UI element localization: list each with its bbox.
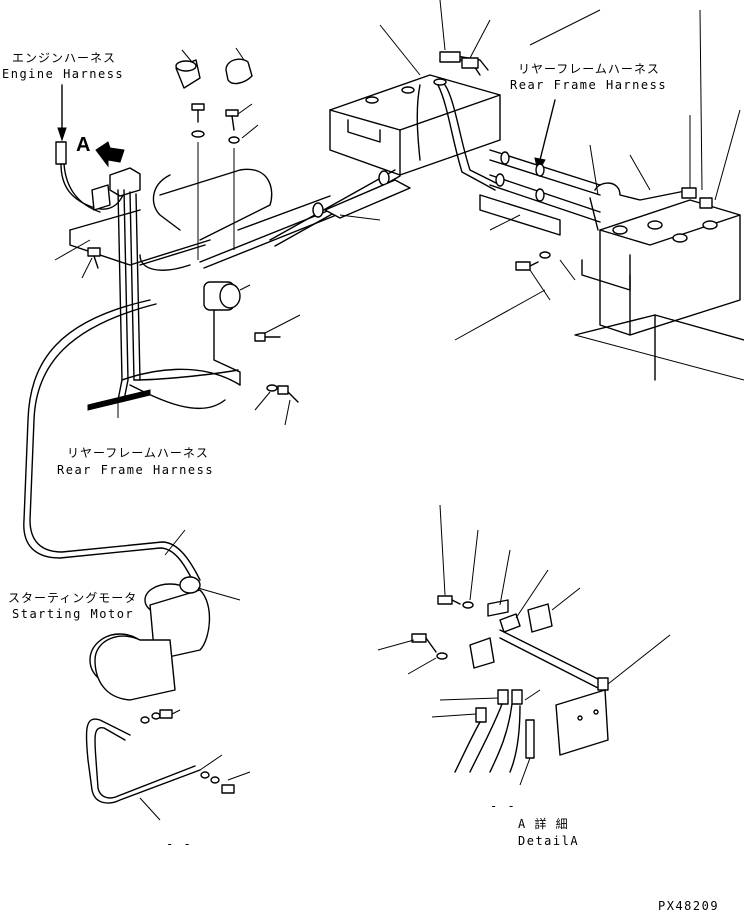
relay-bolt — [254, 314, 301, 342]
battery-1-cables — [379, 0, 501, 191]
rear-frame-harness-left-label-jp: リヤーフレームハーネス — [67, 446, 209, 460]
battery-1 — [329, 74, 501, 176]
detail-dash-mark: - - — [490, 799, 517, 813]
bolt-left — [87, 247, 101, 269]
battery-relay — [203, 281, 251, 386]
rear-frame-harness-top-label-jp: リヤーフレームハーネス — [518, 62, 660, 76]
battery-cable-pipe — [269, 169, 411, 247]
battery-bolt — [454, 251, 576, 341]
rear-frame-harness-top-label-en: Rear Frame Harness — [510, 78, 668, 92]
rubber-cap-1 — [175, 49, 201, 89]
detail-a-label-jp: A 詳 細 — [518, 817, 569, 831]
engine-harness-label-jp: エンジンハーネス — [12, 51, 117, 65]
starting-motor-label-jp: スターティングモータ — [8, 591, 138, 605]
frame-bracket-left — [54, 209, 211, 279]
motor-ground-cable — [85, 709, 251, 821]
rear-frame-harness-bundle — [87, 189, 241, 418]
rear-frame-harness-arrow — [534, 99, 556, 174]
rubber-cap-2 — [225, 47, 253, 85]
rear-frame-harness-left-label-en: Rear Frame Harness — [57, 463, 215, 477]
engine-harness-label-en: Engine Harness — [2, 67, 125, 81]
engine-harness-arrow — [57, 84, 67, 142]
screw-1 — [191, 103, 205, 260]
battery-platform — [574, 314, 744, 381]
harness-junction-block — [91, 167, 141, 211]
leader-top-right — [529, 9, 601, 46]
drawing-number: PX48209 — [658, 899, 720, 913]
detail-a-label-en: DetailA — [518, 834, 580, 848]
mounting-loop — [139, 168, 273, 271]
screw-2 — [225, 103, 259, 250]
ground-bolt — [254, 384, 299, 426]
starting-motor — [89, 576, 241, 701]
starting-motor-label-en: Starting Motor — [12, 607, 135, 621]
rear-frame-harness-pipe — [479, 149, 601, 236]
battery-2 — [581, 199, 741, 336]
detail-a-assembly — [377, 504, 671, 786]
battery-2-cables — [589, 9, 741, 231]
motor-dash-mark: - - — [166, 837, 193, 851]
starter-cable — [23, 299, 201, 586]
view-a-callout: A — [76, 134, 91, 156]
view-a-arrow — [95, 141, 125, 168]
